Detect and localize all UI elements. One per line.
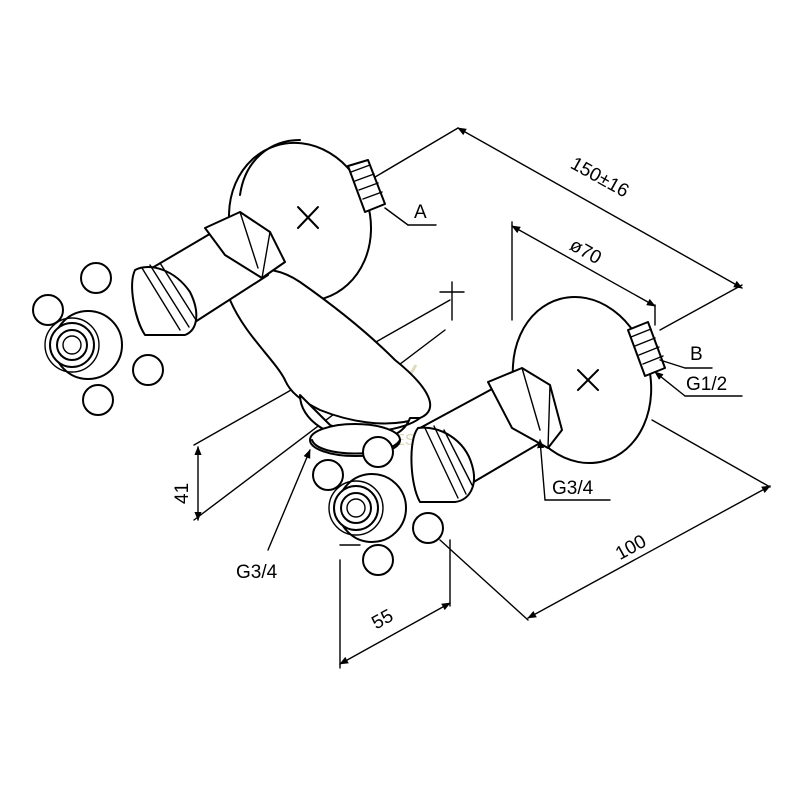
callout-g34-right-label: G3/4 <box>552 478 594 499</box>
dimension-depth-label: 100 <box>612 531 650 565</box>
dimension-width-label: 55 <box>368 605 397 634</box>
right-arm <box>410 367 563 503</box>
dimension-height-label: 41 <box>172 483 193 504</box>
mixer-body <box>228 268 432 457</box>
left-arm <box>131 211 286 336</box>
callout-b-label: B <box>690 344 703 365</box>
right-cross-handle <box>312 436 444 576</box>
dimension-lines <box>194 127 771 665</box>
callout-leaders <box>267 207 743 551</box>
callout-g34-bottom-label: G3/4 <box>236 562 278 583</box>
dimension-diameter-label: ø70 <box>566 235 605 269</box>
callout-g12-label: G1/2 <box>686 374 727 395</box>
left-cross-handle <box>32 262 164 416</box>
callout-a-label: A <box>414 202 427 223</box>
